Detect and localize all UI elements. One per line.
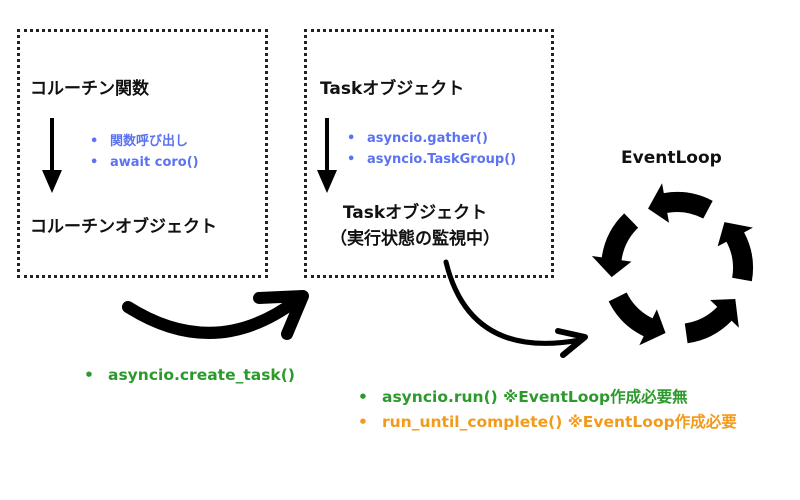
curved-arrow-icon [122, 290, 309, 340]
coroutine-object-label: コルーチンオブジェクト [30, 217, 217, 237]
list-item: asyncio.gather() [347, 128, 516, 149]
task-box [304, 29, 554, 278]
cycle-arrow-icon [608, 292, 666, 346]
cycle-arrow-icon [591, 213, 639, 278]
task-object-monitoring-label: Taskオブジェクト （実行状態の監視中） [310, 200, 520, 252]
list-item: await coro() [90, 152, 199, 173]
list-item: asyncio.run() ※EventLoop作成必要無 [358, 385, 737, 410]
task-object-label: Taskオブジェクト [320, 79, 465, 99]
task-object-monitoring-line1: Taskオブジェクト [342, 203, 488, 223]
run-methods-list: asyncio.run() ※EventLoop作成必要無 run_until_… [358, 385, 737, 435]
list-item: asyncio.create_task() [84, 363, 295, 388]
cycle-arrow-icon [684, 298, 739, 344]
task-object-monitoring-line2: （実行状態の監視中） [330, 229, 500, 249]
event-loop-label: EventLoop [621, 148, 722, 168]
coroutine-box [17, 29, 268, 278]
list-item: run_until_complete() ※EventLoop作成必要 [358, 410, 737, 435]
cycle-arrow-icon [717, 222, 753, 282]
event-loop-cycle-icon [591, 183, 753, 346]
coroutine-methods-list: 関数呼び出し await coro() [90, 131, 199, 173]
task-methods-list: asyncio.gather() asyncio.TaskGroup() [347, 128, 516, 170]
cycle-arrow-icon [648, 183, 713, 223]
list-item: 関数呼び出し [90, 131, 199, 152]
coroutine-function-label: コルーチン関数 [30, 79, 149, 99]
list-item: asyncio.TaskGroup() [347, 149, 516, 170]
create-task-list: asyncio.create_task() [84, 363, 295, 388]
